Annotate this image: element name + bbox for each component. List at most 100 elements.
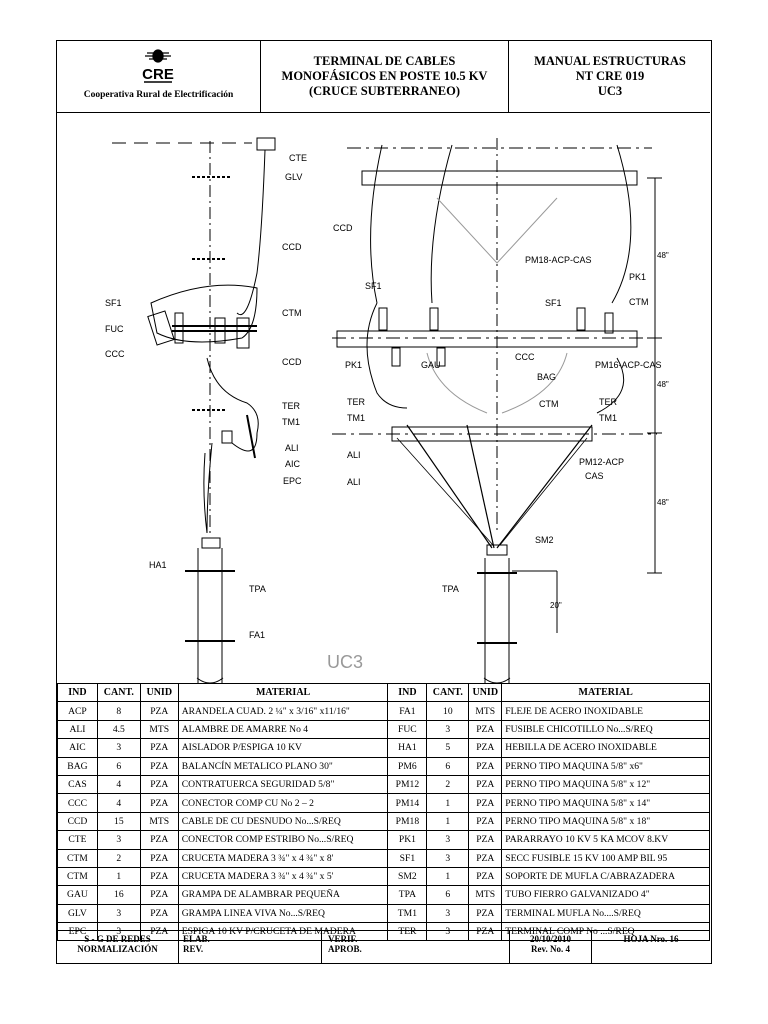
structure-diagram: CTE GLV CCD SF1 FUC CTM CCC CCD TER TM1 … xyxy=(105,137,669,713)
table-cell: 3 xyxy=(426,719,470,740)
table-cell: MTS xyxy=(468,885,503,905)
footer-verif-label: VERIF. xyxy=(328,934,358,944)
table-cell: PZA xyxy=(139,830,179,850)
label-glv: GLV xyxy=(285,172,302,182)
table-cell: MTS xyxy=(139,811,179,832)
footer-rev-label: REV. xyxy=(183,944,204,954)
table-cell: 6 xyxy=(426,885,470,905)
logo-text: CRE xyxy=(142,66,174,83)
table-cell: PZA xyxy=(468,756,503,776)
table-cell: PZA xyxy=(468,903,503,924)
table-cell: PZA xyxy=(468,848,503,868)
table-cell: 3 xyxy=(96,903,141,924)
table-cell: PM6 xyxy=(387,756,428,776)
table-cell: PZA xyxy=(139,848,179,868)
footer-rev-number: Rev. No. 4 xyxy=(531,944,570,954)
table-cell: PZA xyxy=(139,903,179,924)
footer-block: S - G DE REDES NORMALIZACIÓN ELAB. REV. … xyxy=(57,930,710,964)
table-cell: 4 xyxy=(96,774,141,795)
footer-elab: ELAB. REV. xyxy=(179,931,322,964)
manual-reference: MANUAL ESTRUCTURAS NT CRE 019 UC3 xyxy=(510,41,710,112)
table-cell: PZA xyxy=(139,866,179,887)
title-block: CRE Cooperativa Rural de Electrificación… xyxy=(57,41,710,113)
technical-drawing: CTE GLV CCD SF1 FUC CTM CCC CCD TER TM1 … xyxy=(57,113,710,715)
table-cell: 2 xyxy=(96,848,141,868)
table-cell: CTM xyxy=(57,848,98,868)
table-cell: AIC xyxy=(57,738,98,758)
label-r-ali: ALI xyxy=(347,450,361,460)
dim-48-mid: 48" xyxy=(657,380,669,389)
table-cell: PERNO TIPO MAQUINA 5/8" x 12" xyxy=(501,774,710,795)
col-cant: CANT. xyxy=(96,682,141,703)
dim-48-bottom: 48" xyxy=(657,498,669,507)
table-cell: 10 xyxy=(426,701,470,721)
table-cell: SECC FUSIBLE 15 KV 100 AMP BIL 95 xyxy=(501,848,710,868)
label-pm18: PM18-ACP-CAS xyxy=(525,255,592,265)
table-cell: 3 xyxy=(96,830,141,850)
label-r-ccc: CCC xyxy=(515,352,535,362)
table-cell: 1 xyxy=(426,811,470,832)
cre-logo-icon: CRE xyxy=(142,49,174,83)
table-cell: TPA xyxy=(387,885,428,905)
manual-line-1: MANUAL ESTRUCTURAS xyxy=(534,54,686,68)
table-cell: PK1 xyxy=(387,830,428,850)
table-cell: 3 xyxy=(426,848,470,868)
footer-aprob-label: APROB. xyxy=(328,944,362,954)
table-cell: ESPIGA 10 KV P/CRUCETA DE MADERA xyxy=(177,922,389,942)
table-cell: 5 xyxy=(426,738,470,758)
col-ind-2: IND xyxy=(387,682,428,703)
label-r-tm1-2: TM1 xyxy=(599,413,617,423)
table-cell: GRAMPA LINEA VIVA No...S/REQ xyxy=(177,903,389,924)
table-cell: CRUCETA MADERA 3 ¾" x 4 ¾" x 8' xyxy=(177,848,389,868)
table-cell: CCD xyxy=(57,811,98,832)
table-cell: SM2 xyxy=(387,866,428,887)
label-ccd: CCD xyxy=(282,242,302,252)
table-cell: PZA xyxy=(468,866,503,887)
footer-verif: VERIF. APROB. xyxy=(322,931,510,964)
footer-sheet-number: HOJA Nro. 16 xyxy=(623,934,679,944)
table-cell: 1 xyxy=(96,866,141,887)
label-fuc: FUC xyxy=(105,324,124,334)
col-unid: UNID xyxy=(139,682,179,703)
table-cell: BAG xyxy=(57,756,98,776)
logo-cell: CRE Cooperativa Rural de Electrificación xyxy=(57,41,261,112)
label-r-bag: BAG xyxy=(537,372,556,382)
table-cell: TERMINAL MUFLA No....S/REQ xyxy=(501,903,710,924)
table-cell: GAU xyxy=(57,885,98,905)
table-cell: FUSIBLE CHICOTILLO No...S/REQ xyxy=(501,719,710,740)
title-line-1: TERMINAL DE CABLES xyxy=(313,54,456,68)
title-line-2: MONOFÁSICOS EN POSTE 10.5 KV xyxy=(281,69,488,83)
table-cell: 15 xyxy=(96,811,141,832)
table-cell: ALI xyxy=(57,719,98,740)
table-cell: TM1 xyxy=(387,903,428,924)
table-cell: 3 xyxy=(426,922,470,942)
table-cell: PZA xyxy=(139,885,179,905)
label-aic: AIC xyxy=(285,459,301,469)
drawing-caption: UC3 xyxy=(327,652,363,672)
label-tm1: TM1 xyxy=(282,417,300,427)
table-cell: 3 xyxy=(426,830,470,850)
footer-elab-label: ELAB. xyxy=(183,934,210,944)
table-cell: 1 xyxy=(426,793,470,813)
label-r-ctm-2: CTM xyxy=(539,399,559,409)
footer-dept-2: NORMALIZACIÓN xyxy=(77,944,158,954)
table-cell: FLEJE DE ACERO INOXIDABLE xyxy=(501,701,710,721)
table-cell: CTE xyxy=(57,830,98,850)
table-cell: PZA xyxy=(139,756,179,776)
label-r-sm2: SM2 xyxy=(535,535,554,545)
label-r-ctm: CTM xyxy=(629,297,649,307)
table-cell: PZA xyxy=(468,811,503,832)
col-unid-2: UNID xyxy=(468,682,503,703)
label-pm12: PM12-ACP xyxy=(579,457,624,467)
label-r-ter: TER xyxy=(347,397,366,407)
drawing-title: TERMINAL DE CABLES MONOFÁSICOS EN POSTE … xyxy=(261,41,509,112)
table-cell: BALANCÍN METALICO PLANO 30" xyxy=(177,756,389,776)
table-cell: PZA xyxy=(139,701,179,721)
